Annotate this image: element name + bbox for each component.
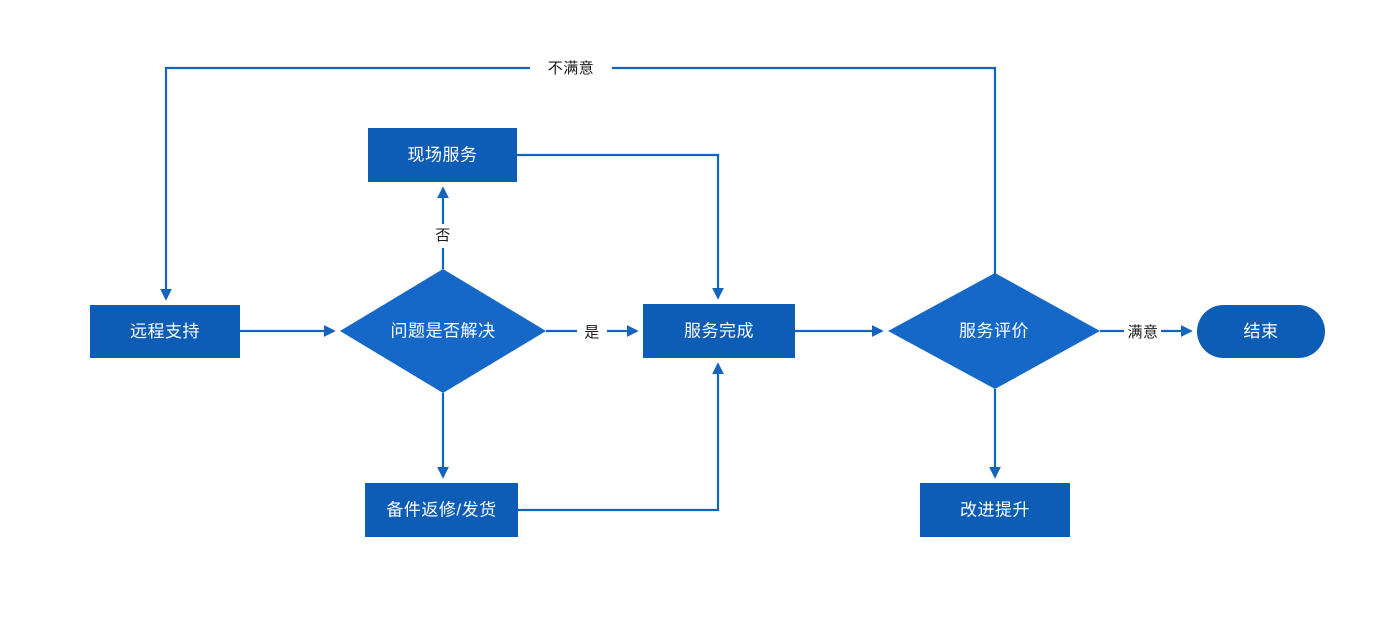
node-problem-resolved-label: 问题是否解决: [391, 321, 496, 340]
node-problem-resolved-shape[interactable]: [340, 269, 546, 393]
node-improvement[interactable]: 改进提升: [920, 483, 1070, 537]
node-end-shape[interactable]: [1197, 305, 1325, 358]
node-end[interactable]: 结束: [1197, 305, 1325, 358]
node-service-evaluation-label: 服务评价: [959, 321, 1029, 340]
edge-label-satisfied: 满意: [1127, 323, 1158, 341]
edge-parts-to-complete: [518, 362, 724, 512]
node-remote-support-label: 远程支持: [130, 322, 200, 341]
node-service-evaluation[interactable]: 服务评价: [888, 273, 1100, 389]
edge-onsite-to-complete: [517, 153, 724, 300]
node-remote-support[interactable]: 远程支持: [90, 305, 240, 358]
node-problem-resolved[interactable]: 问题是否解决: [340, 269, 546, 393]
connector-layer: [160, 66, 1193, 512]
node-end-label: 结束: [1244, 322, 1279, 341]
node-onsite-service-label: 现场服务: [408, 145, 478, 164]
node-improvement-shape[interactable]: [920, 483, 1070, 537]
edge-evaluation-to-remote-left: [160, 66, 530, 301]
node-parts-repair-label: 备件返修/发货: [386, 500, 496, 519]
node-service-complete-label: 服务完成: [684, 321, 754, 340]
edge-label-no: 否: [435, 227, 451, 244]
node-improvement-label: 改进提升: [960, 500, 1030, 519]
node-onsite-service[interactable]: 现场服务: [368, 128, 517, 182]
edge-evaluation-to-remote-right: [612, 66, 997, 275]
edge-label-layer: 不满意 否 是 满意: [435, 59, 1158, 341]
node-onsite-service-shape[interactable]: [368, 128, 517, 182]
node-parts-repair-shape[interactable]: [365, 483, 518, 537]
node-remote-support-shape[interactable]: [90, 305, 240, 358]
edge-label-yes: 是: [584, 324, 600, 341]
edge-label-dissatisfied: 不满意: [548, 59, 595, 77]
node-service-evaluation-shape[interactable]: [888, 273, 1100, 389]
node-service-complete-shape[interactable]: [643, 304, 795, 358]
node-service-complete[interactable]: 服务完成: [643, 304, 795, 358]
node-parts-repair[interactable]: 备件返修/发货: [365, 483, 518, 537]
